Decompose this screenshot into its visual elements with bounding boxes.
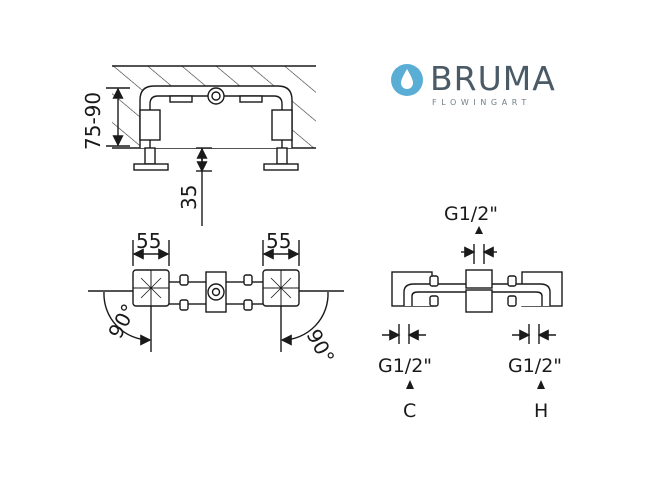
side-view [106,65,316,226]
angle-right-label: 90° [302,325,340,368]
front-view [88,240,344,352]
center-outlet [207,87,225,105]
right-handle-stem [276,147,288,165]
left-handle [133,163,169,171]
left-thread-label: G1/2" [378,355,432,377]
cold-label: C [403,400,416,422]
hot-label: H [534,400,548,422]
depth-label: 35 [177,185,201,210]
brand-tagline: FLOWINGART [432,98,531,107]
height-range-label: 75-90 [81,92,105,150]
brand-logo: BRUMA FLOWINGART [388,60,588,112]
left-handle-stem [144,147,156,165]
right-handle [263,163,299,171]
conn-top-outlet [465,269,493,289]
brand-name: BRUMA [430,59,556,98]
width-left-label: 55 [136,229,161,253]
width-right-label: 55 [266,229,291,253]
conn-center-body [465,289,493,313]
right-thread-label: G1/2" [508,355,562,377]
top-thread-label: G1/2" [444,203,498,225]
connection-view [382,226,563,389]
water-drop-icon [391,64,423,96]
